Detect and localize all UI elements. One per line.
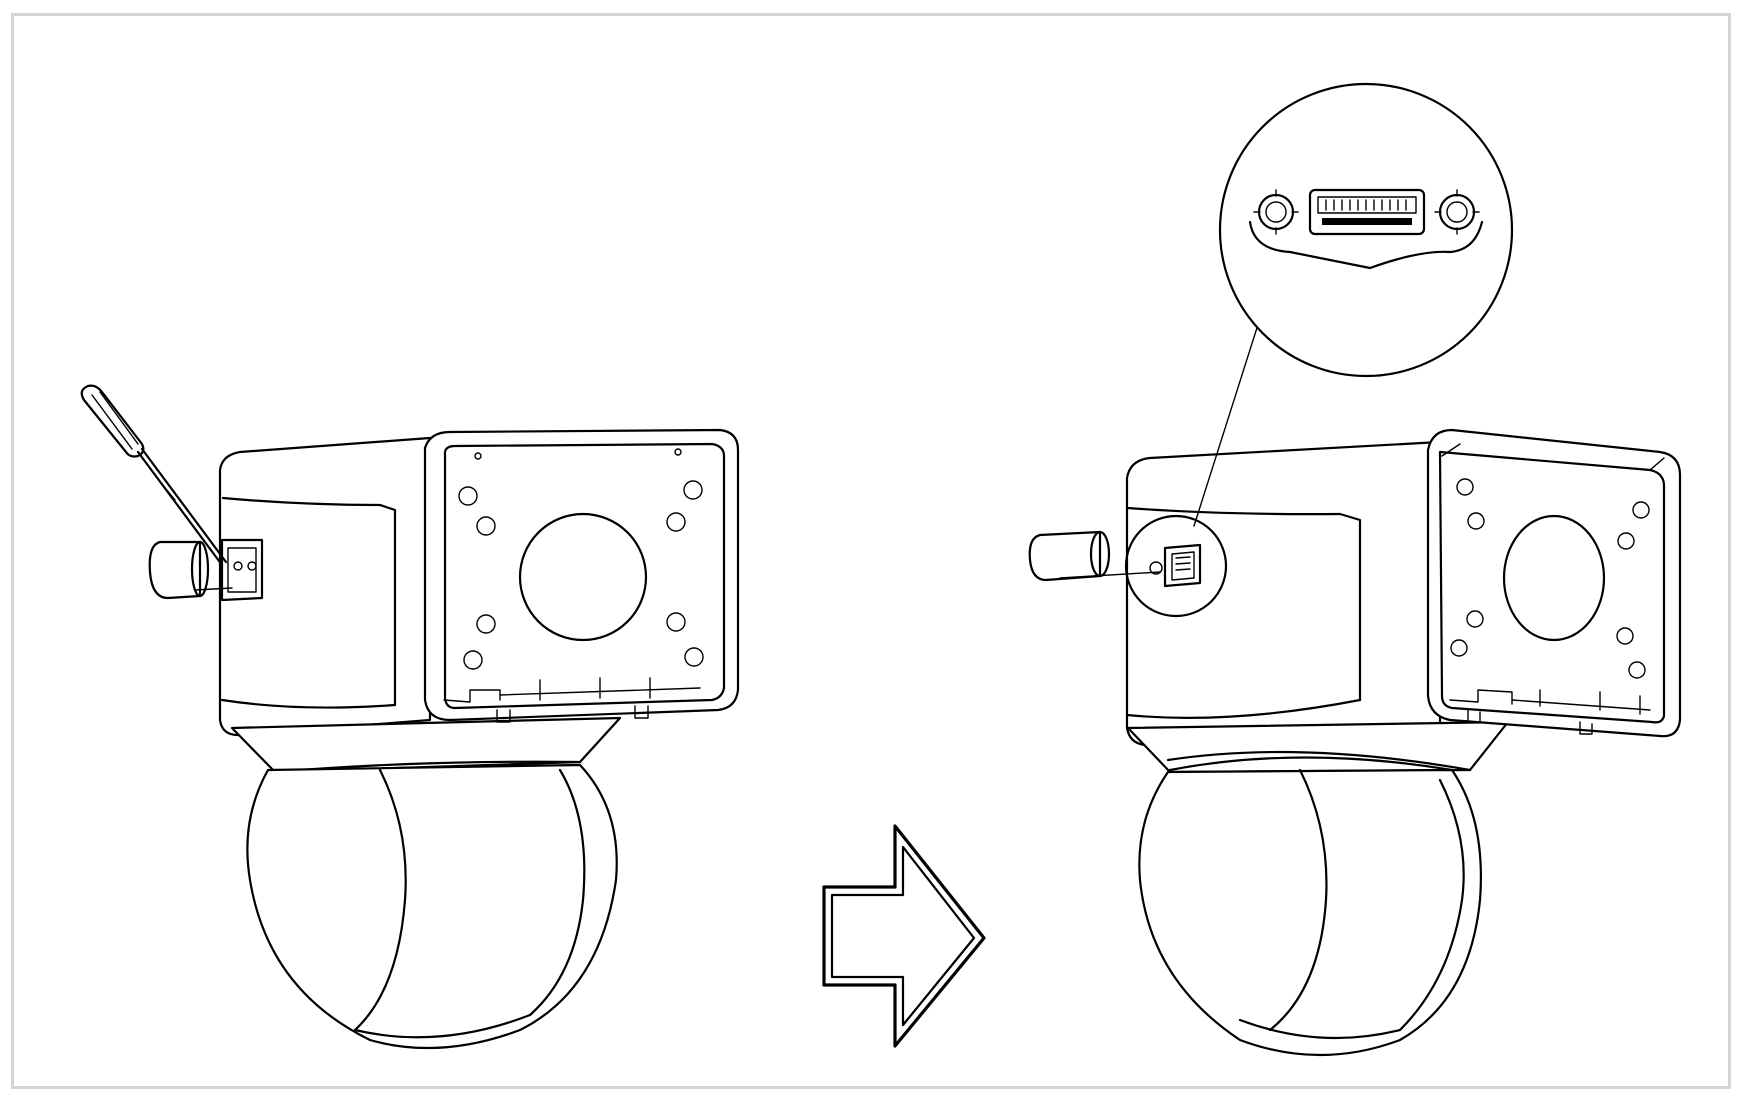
camera-before (80, 384, 740, 1050)
connector-port-icon (1218, 82, 1514, 378)
right-arrow-icon (822, 824, 986, 1048)
camera-after (1028, 311, 1682, 1057)
